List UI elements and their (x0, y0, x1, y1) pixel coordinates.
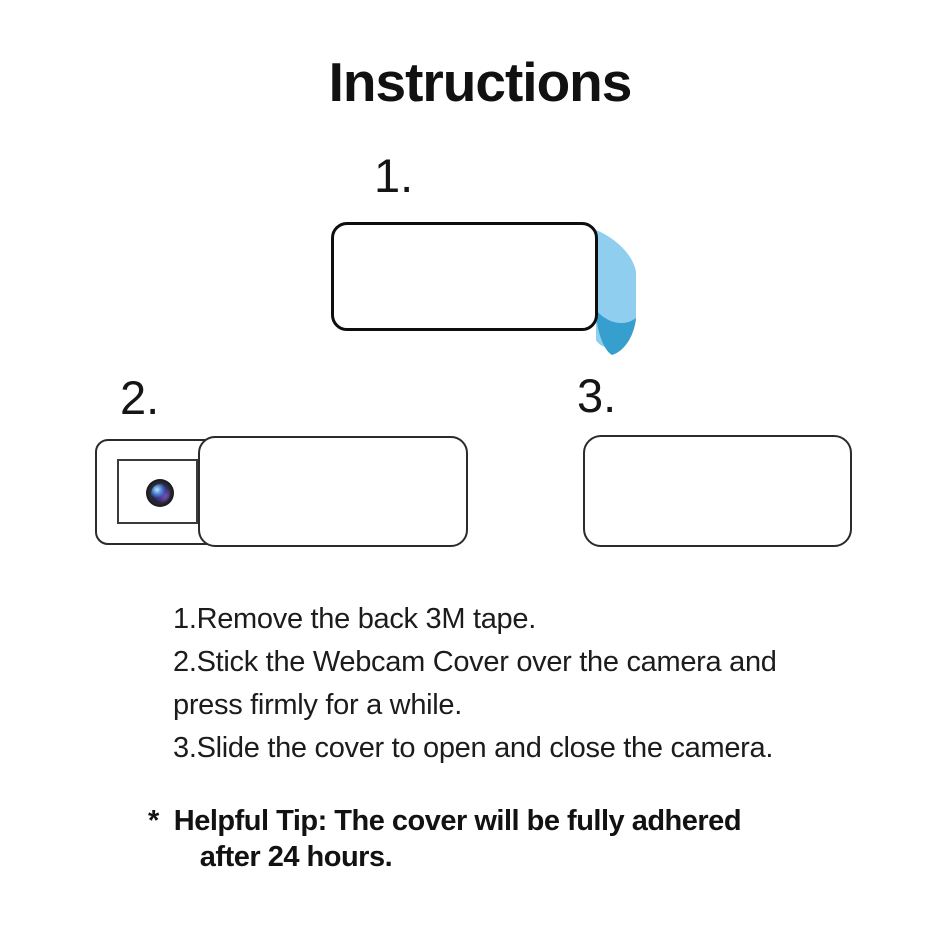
camera-lens-icon (146, 479, 174, 507)
camera-lens-iris (150, 483, 170, 503)
tip-text: Helpful Tip: The cover will be fully adh… (173, 803, 742, 875)
tip-asterisk: * (148, 805, 159, 837)
step-2-slider-open (198, 436, 468, 547)
page-title: Instructions (328, 51, 633, 113)
step-3-label: 3. (577, 369, 617, 422)
instruction-text-block: 1.Remove the back 3M tape. 2.Stick the W… (173, 598, 873, 770)
instruction-line-2: 2.Stick the Webcam Cover over the camera… (173, 646, 777, 678)
helpful-tip: * Helpful Tip: The cover will be fully a… (148, 803, 742, 875)
step-1-label: 1. (374, 149, 414, 202)
instruction-line-3: press firmly for a while. (173, 689, 463, 721)
step-2-label: 2. (120, 371, 160, 424)
step-3-cover-closed (583, 435, 852, 547)
tip-line-2: after 24 hours. (199, 841, 393, 873)
step-1-cover-back (331, 222, 598, 331)
tape-peel-icon (596, 230, 636, 348)
3m-tape-illustration (596, 230, 636, 355)
instruction-line-1: 1.Remove the back 3M tape. (173, 603, 536, 635)
instruction-line-4: 3.Slide the cover to open and close the … (173, 732, 774, 764)
tape-curl-icon (596, 310, 636, 355)
tip-line-1: Helpful Tip: The cover will be fully adh… (173, 805, 742, 837)
